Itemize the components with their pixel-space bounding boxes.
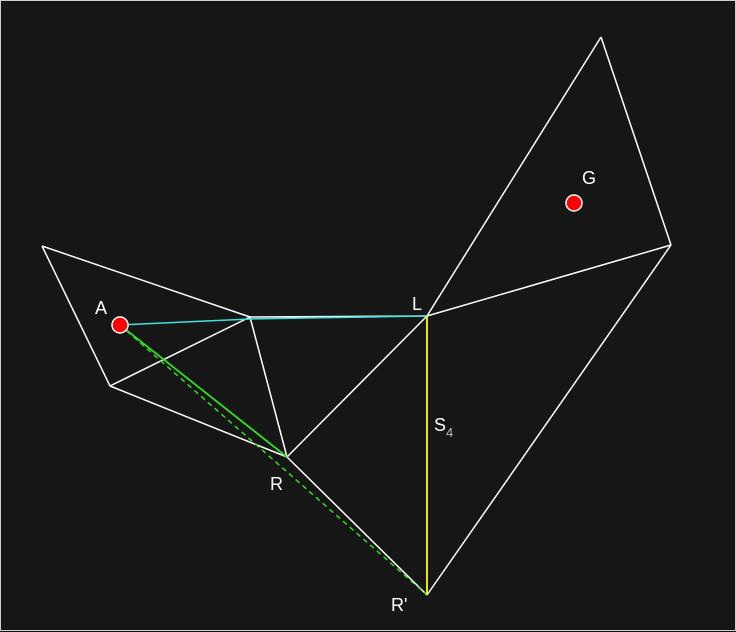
label-a: A: [95, 298, 107, 318]
label-l: L: [412, 294, 422, 314]
green-dashed-path-segment: [119, 324, 428, 596]
cyan-path-segment: [119, 318, 251, 326]
mesh-edge: [286, 315, 428, 458]
navmesh-edges: [41, 36, 672, 596]
label-g: G: [582, 168, 596, 188]
point-a: [111, 316, 129, 334]
mesh-edge: [426, 244, 672, 596]
mesh-edge: [41, 245, 111, 387]
mesh-edge: [109, 385, 288, 458]
label-s4-main: S: [434, 415, 446, 435]
label-r: R: [270, 474, 283, 494]
green-path-segment: [119, 324, 288, 458]
mesh-edge: [109, 316, 251, 387]
point-g: [565, 194, 583, 212]
mesh-edge: [600, 36, 672, 246]
mesh-edge: [41, 245, 251, 318]
mesh-edge: [286, 456, 428, 596]
label-s4-subscript: 4: [446, 425, 453, 440]
cyan-path-segment: [249, 315, 428, 320]
mesh-edge: [249, 316, 288, 458]
label-r-prime: R': [391, 595, 407, 615]
mesh-edge: [426, 244, 672, 317]
label-s4: S4: [434, 415, 453, 440]
mesh-edge: [426, 36, 602, 317]
